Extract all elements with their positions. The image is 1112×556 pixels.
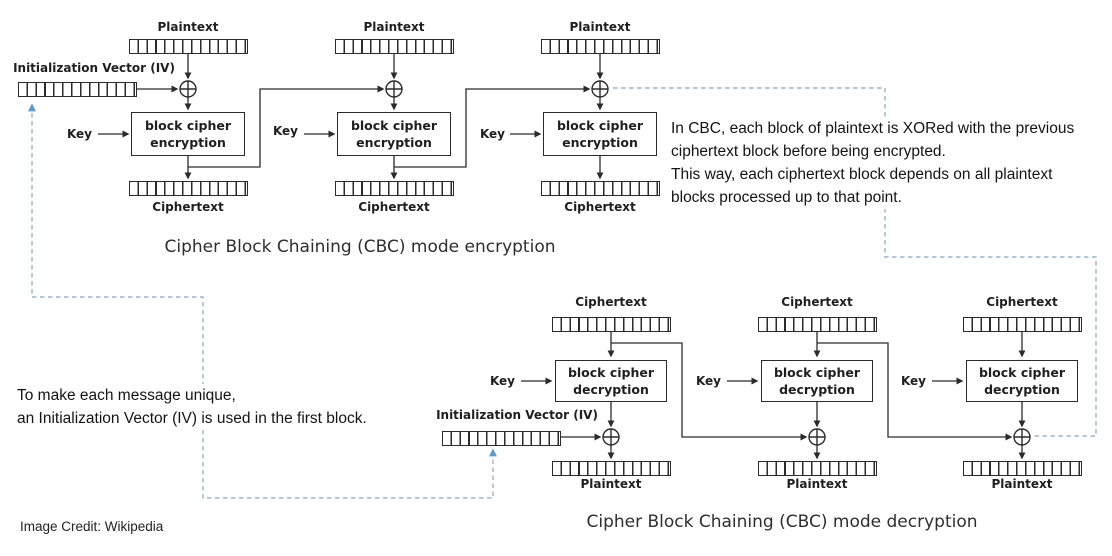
box-line2: decryption [573,382,649,397]
dashed-leader-iv-link [28,103,497,499]
box-line1: block cipher [144,118,232,133]
cbc-explanation-note: In CBC, each block of plaintext is XORed… [671,117,1095,209]
key-label: Key [900,374,926,388]
xor-icon [591,80,609,98]
decryption-xor-icons [602,428,1031,446]
ciphertext-label: Ciphertext [564,200,636,214]
enc-iv-label: Initialization Vector (IV) [13,61,175,75]
plaintext-bits [552,461,671,476]
ciphertext-bits [129,181,248,196]
plaintext-label: Plaintext [569,20,631,34]
block-cipher-decryption-box: block cipher decryption [555,360,667,402]
encryption-flow-lines [98,54,604,180]
box-line1: block cipher [567,365,655,380]
dashed-leader-lines [28,87,1097,499]
box-line1: block cipher [978,365,1066,380]
plaintext-label: Plaintext [991,477,1053,491]
xor-icon [602,428,620,446]
box-line2: decryption [984,382,1060,397]
plaintext-bits [129,39,248,54]
ciphertext-bits [758,317,877,332]
block-cipher-encryption-box: block cipher encryption [337,112,451,156]
key-label: Key [489,374,515,388]
encryption-caption: Cipher Block Chaining (CBC) mode encrypt… [164,237,556,257]
ciphertext-label: Ciphertext [781,295,853,309]
block-cipher-encryption-box: block cipher encryption [131,112,245,156]
plaintext-label: Plaintext [157,20,219,34]
xor-icon [808,428,826,446]
dashed-leader-xor-link [613,87,1097,437]
block-cipher-decryption-box: block cipher decryption [761,360,873,402]
plaintext-bits [758,461,877,476]
plaintext-bits [541,39,660,54]
plaintext-label: Plaintext [363,20,425,34]
ciphertext-label: Ciphertext [358,200,430,214]
dec-iv-label: Initialization Vector (IV) [436,408,598,422]
key-label: Key [695,374,721,388]
encryption-xor-icons [179,80,609,98]
plaintext-bits [963,461,1082,476]
decryption-caption: Cipher Block Chaining (CBC) mode decrypt… [586,512,978,532]
ciphertext-label: Ciphertext [986,295,1058,309]
image-credit: Image Credit: Wikipedia [20,519,164,534]
box-line1: block cipher [773,365,861,380]
key-label: Key [479,127,505,141]
xor-icon [385,80,403,98]
block-cipher-decryption-box: block cipher decryption [966,360,1078,402]
box-line2: encryption [356,135,432,150]
xor-icon [179,80,197,98]
dec-iv-bits [442,431,561,446]
ciphertext-bits [963,317,1082,332]
ciphertext-label: Ciphertext [152,200,224,214]
box-line2: encryption [150,135,226,150]
box-line1: block cipher [350,118,438,133]
plaintext-label: Plaintext [580,477,642,491]
key-label: Key [272,124,298,138]
enc-iv-bits [18,82,137,97]
key-label: Key [66,127,92,141]
xor-icon [1013,428,1031,446]
plaintext-bits [335,39,454,54]
box-line1: block cipher [556,118,644,133]
iv-explanation-note: To make each message unique, an Initiali… [17,384,453,430]
ciphertext-bits [335,181,454,196]
ciphertext-bits [552,317,671,332]
ciphertext-bits [541,181,660,196]
ciphertext-label: Ciphertext [575,295,647,309]
plaintext-label: Plaintext [786,477,848,491]
decryption-flow-lines [521,332,1026,460]
block-cipher-encryption-box: block cipher encryption [543,112,657,156]
box-line2: encryption [562,135,638,150]
box-line2: decryption [779,382,855,397]
